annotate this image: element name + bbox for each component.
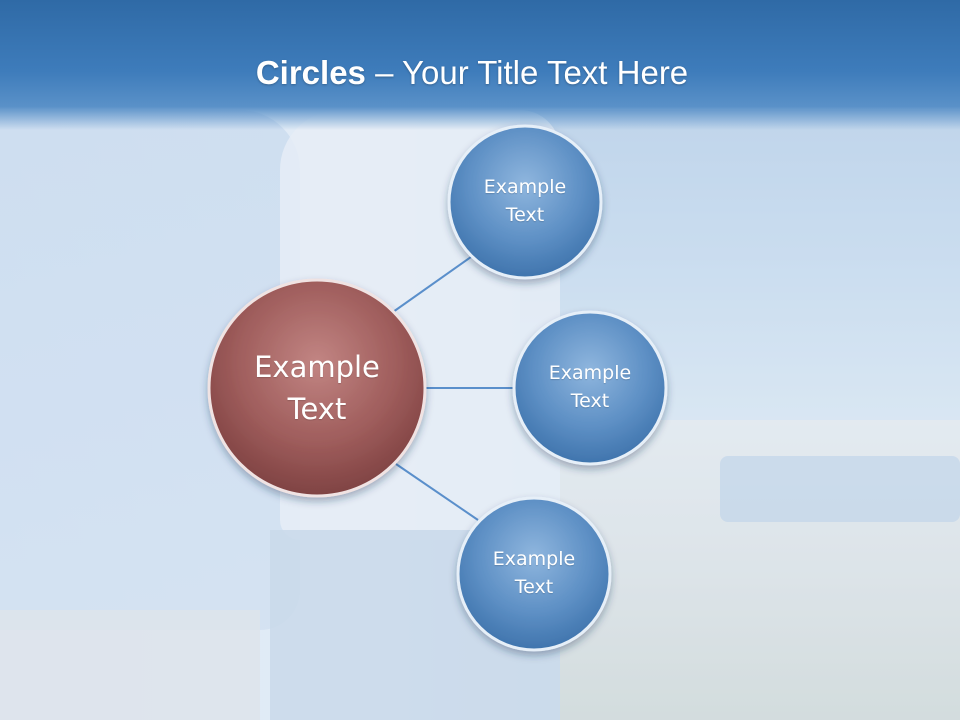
connector-line-top — [392, 251, 479, 313]
satellite-middle-line1: Example — [548, 362, 632, 385]
center-text-line1: Example — [254, 349, 380, 384]
title-bar — [0, 0, 960, 130]
connector-line-bottom — [395, 463, 479, 521]
satellite-circle-bottom[interactable] — [456, 496, 612, 652]
satellite-circle-middle[interactable] — [512, 310, 668, 466]
satellite-text-top: Example Text — [449, 126, 601, 278]
satellite-top-line2: Text — [505, 204, 545, 226]
satellite-bottom-line1: Example — [492, 548, 576, 571]
satellite-middle-line2: Text — [570, 390, 610, 412]
slide-title: Circles – Your Title Text Here — [0, 54, 944, 92]
satellite-circle-top[interactable] — [447, 124, 603, 280]
satellite-text-middle: Example Text — [514, 312, 666, 464]
satellite-top-line1: Example — [483, 176, 567, 199]
title-rest: – Your Title Text Here — [365, 54, 689, 91]
center-circle-text: Example Text — [209, 280, 425, 496]
background-pants — [0, 610, 260, 720]
title-bold: Circles — [255, 54, 366, 91]
center-text-line2: Text — [287, 392, 347, 426]
satellite-text-bottom: Example Text — [458, 498, 610, 650]
center-circle[interactable] — [207, 278, 427, 498]
background-railing — [720, 456, 960, 522]
satellite-bottom-line2: Text — [514, 576, 554, 598]
